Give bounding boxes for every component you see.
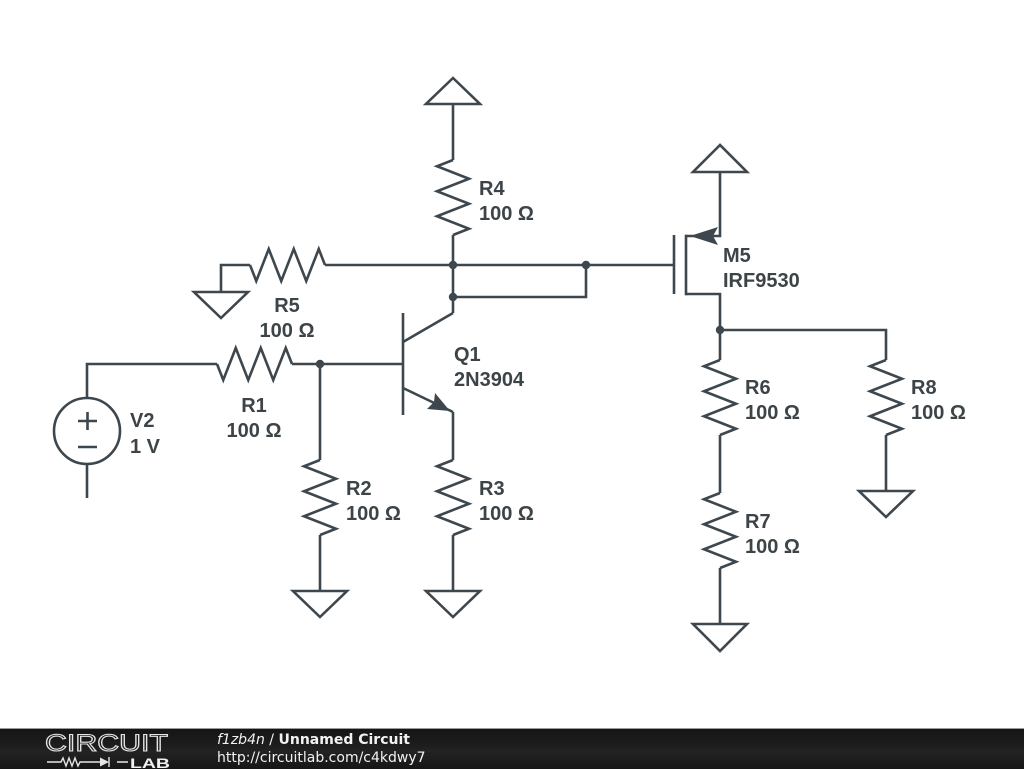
m5-name-label: M5 (723, 245, 751, 267)
circuit-url-link[interactable]: http://circuitlab.com/c4kdwy7 (217, 750, 426, 766)
r1-name-label: R1 (241, 395, 267, 417)
r1-value-label: 100 Ω (227, 420, 282, 442)
r5-name-label: R5 (274, 295, 300, 317)
r6-name-label: R6 (745, 377, 771, 399)
circuit-schematic: R4 100 Ω R5 100 Ω R1 100 Ω V2 1 V Q1 2N3… (52, 76, 966, 653)
resistor-r2-icon (300, 458, 340, 537)
source-circle (52, 396, 122, 466)
resistor-r5-icon (248, 245, 327, 285)
ground-icon (855, 489, 917, 519)
wire (219, 263, 250, 292)
v2-value-label: 1 V (130, 436, 161, 458)
wire (453, 265, 588, 299)
r3-value-label: 100 Ω (479, 503, 534, 525)
ground-icon (689, 622, 751, 653)
resistor-r7-icon (700, 491, 740, 570)
source-arrow-icon (690, 227, 718, 245)
junction-dot (448, 260, 458, 270)
wire (720, 328, 888, 360)
r3-name-label: R3 (479, 478, 505, 500)
r8-value-label: 100 Ω (911, 402, 966, 424)
pmos-transistor-m5-icon (672, 227, 718, 296)
r8-name-label: R8 (911, 377, 937, 399)
logo-resistor-diode-icon (47, 756, 128, 768)
v2-name-label: V2 (130, 410, 154, 432)
logo-text-lab: LAB (130, 755, 170, 769)
resistor-r1-icon (215, 344, 294, 384)
r2-value-label: 100 Ω (346, 503, 401, 525)
resistor-r3-icon (433, 458, 473, 537)
circuit-name: Unnamed Circuit (278, 732, 410, 748)
supply-rail-icon (689, 143, 751, 174)
logo-text-circuit: CIRCUIT (45, 730, 168, 757)
collector-lead (402, 311, 454, 344)
m5-part-label: IRF9530 (723, 270, 800, 292)
junction-dot (448, 292, 458, 302)
wires (85, 104, 888, 624)
ground-icon (190, 290, 252, 320)
logo-diode-icon (100, 757, 109, 767)
resistor-r4-icon (433, 158, 473, 237)
r7-name-label: R7 (745, 511, 771, 533)
r2-name-label: R2 (346, 478, 372, 500)
ground-icon (289, 589, 351, 619)
r5-value-label: 100 Ω (260, 320, 315, 342)
supply-rail-icon (422, 76, 484, 106)
footer-info: f1zb4n / Unnamed Circuit http://circuitl… (217, 731, 426, 767)
author-username[interactable]: f1zb4n (217, 732, 265, 748)
circuitlab-logo[interactable]: CIRCUIT LAB (0, 729, 200, 769)
voltage-source-v2-icon (52, 396, 122, 466)
wire (686, 292, 722, 360)
r4-value-label: 100 Ω (479, 203, 534, 225)
emitter-arrow-icon (427, 393, 450, 411)
footer-url-line: http://circuitlab.com/c4kdwy7 (217, 749, 426, 767)
junction-dot (715, 325, 725, 335)
r6-value-label: 100 Ω (745, 402, 800, 424)
q1-part-label: 2N3904 (454, 369, 525, 391)
footer-bar: CIRCUIT LAB f1zb4n / Unnamed Circuit htt… (0, 728, 1024, 769)
npn-transistor-q1-icon (401, 311, 454, 415)
r7-value-label: 100 Ω (745, 536, 800, 558)
wire (85, 362, 217, 398)
wire (686, 172, 722, 238)
resistor-r8-icon (866, 358, 906, 437)
footer-title-line: f1zb4n / Unnamed Circuit (217, 731, 426, 749)
resistor-r6-icon (700, 358, 740, 437)
ground-icon (422, 589, 484, 619)
title-separator: / (264, 732, 279, 748)
q1-name-label: Q1 (454, 344, 481, 366)
junction-dot (315, 359, 325, 369)
r4-name-label: R4 (479, 178, 505, 200)
junction-dot (581, 260, 591, 270)
